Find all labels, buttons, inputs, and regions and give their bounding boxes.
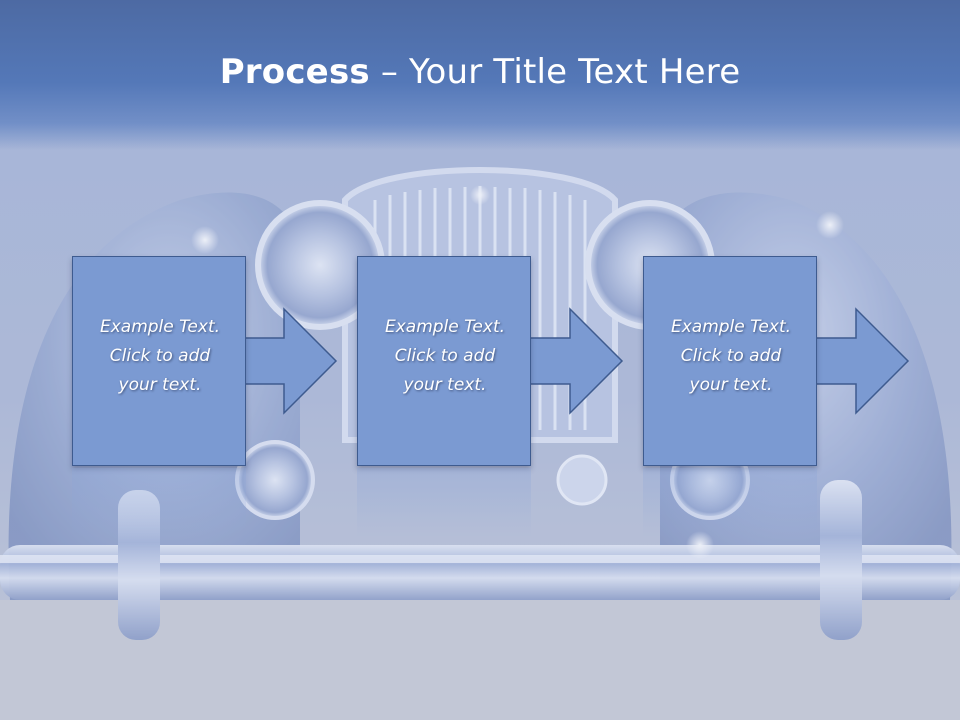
title-bold-part: Process [219,52,370,92]
arrow-1 [231,307,338,415]
step-1-text[interactable]: Example Text. Click to add your text. [73,313,247,400]
title-regular-part: – Your Title Text Here [369,52,741,92]
slide-title[interactable]: Process – Your Title Text Here [0,52,960,92]
step-3-line-3: your text. [689,375,773,395]
step-1-line-3: your text. [118,375,202,395]
step-3-reflection [643,468,817,538]
step-1-reflection [72,468,246,538]
process-step-2[interactable]: Example Text. Click to add your text. [357,256,531,466]
step-2-line-3: your text. [403,375,487,395]
step-2-line-2: Click to add [394,346,496,366]
step-2-text[interactable]: Example Text. Click to add your text. [358,313,532,400]
arrow-3 [803,307,910,415]
step-2-reflection [357,468,531,538]
process-step-1[interactable]: Example Text. Click to add your text. [72,256,246,466]
title-band [0,0,960,150]
process-step-3[interactable]: Example Text. Click to add your text. [643,256,817,466]
step-3-line-1: Example Text. [670,317,792,337]
step-3-text[interactable]: Example Text. Click to add your text. [644,313,818,400]
step-3-line-2: Click to add [680,346,782,366]
step-1-line-2: Click to add [109,346,211,366]
arrow-2 [517,307,624,415]
step-1-line-1: Example Text. [99,317,221,337]
step-2-line-1: Example Text. [384,317,506,337]
